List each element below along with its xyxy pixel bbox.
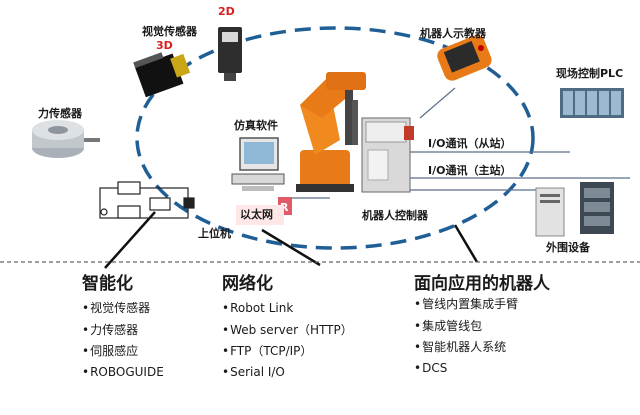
label-simulation-software: 仿真软件: [234, 119, 278, 132]
label-vision-sensor: 视觉传感器: [142, 25, 197, 38]
label-2d: 2D: [218, 5, 235, 18]
section-item: Serial I/O: [222, 366, 285, 378]
section-item: DCS: [414, 362, 447, 374]
plc-rack-icon: [560, 88, 624, 118]
camera-3d-icon: [133, 52, 191, 98]
section-title-intelligent: 智能化: [82, 274, 133, 294]
section-item: Web server（HTTP）: [222, 324, 353, 336]
servo-circuit-icon: [99, 181, 195, 219]
section-item: 管线内置集成手臂: [414, 298, 518, 310]
label-3d: 3D: [156, 39, 173, 52]
ethernet-highlight: [236, 205, 284, 225]
label-teach-pendant: 机器人示教器: [420, 27, 486, 40]
sensor-pointer-line: [104, 211, 156, 269]
force-sensor-icon: [32, 120, 100, 158]
section-item: 力传感器: [82, 324, 138, 336]
label-io-master: I/O通讯（主站）: [428, 164, 512, 177]
section-item: 伺服感应: [82, 345, 138, 357]
peripheral-devices-icon: [535, 182, 614, 237]
pendant-line: [419, 87, 456, 119]
label-robot-controller: 机器人控制器: [362, 209, 428, 222]
section-item: 集成管线包: [414, 320, 482, 332]
section-item: 智能机器人系统: [414, 341, 506, 353]
label-peripherals: 外围设备: [546, 241, 590, 254]
label-host-computer: 上位机: [198, 227, 231, 240]
section-item: Robot Link: [222, 302, 293, 314]
label-ethernet: 以太网: [240, 208, 273, 221]
controller-pointer-line: [453, 224, 479, 263]
section-item: 视觉传感器: [82, 302, 150, 314]
svg-text:R: R: [280, 201, 289, 214]
network-ellipse: [135, 26, 535, 250]
simulation-computer-icon: [231, 137, 285, 191]
label-force-sensor: 力传感器: [38, 107, 82, 120]
controller-cabinet-icon: [361, 117, 414, 193]
teach-pendant-icon: [437, 35, 492, 81]
section-item: FTP（TCP/IP）: [222, 345, 312, 357]
section-item: ROBOGUIDE: [82, 366, 164, 378]
camera-2d-icon: [218, 27, 242, 81]
label-io-slave: I/O通讯（从站）: [428, 137, 512, 150]
robot-arm-icon: [296, 72, 366, 192]
host-line: [261, 228, 321, 267]
connection-lines: [280, 87, 630, 199]
section-title-networked: 网络化: [222, 274, 273, 294]
label-field-plc: 现场控制PLC: [556, 67, 624, 80]
section-title-application: 面向应用的机器人: [414, 274, 550, 294]
